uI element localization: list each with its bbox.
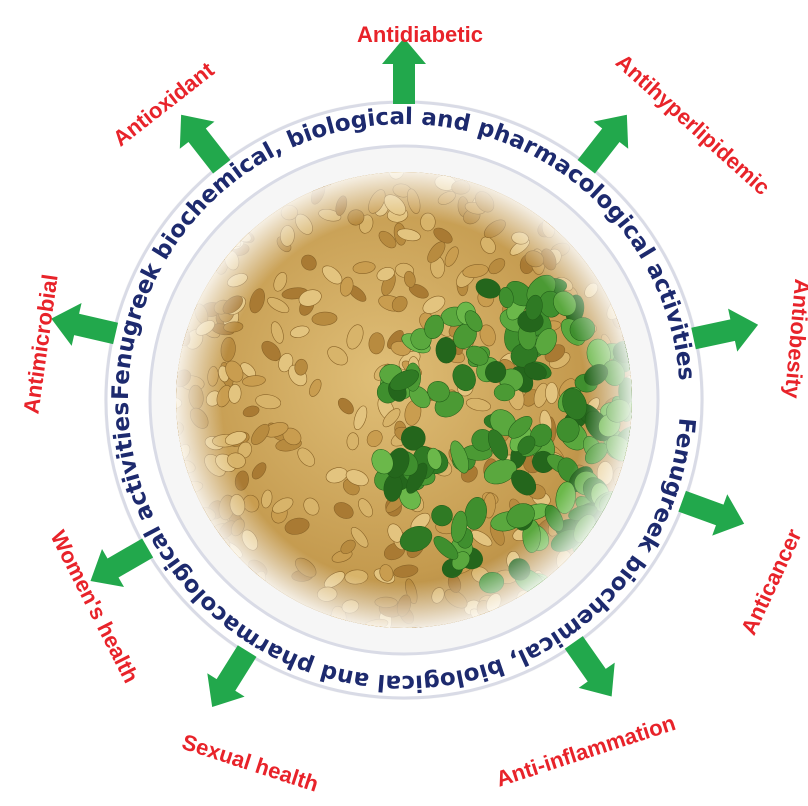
seed <box>623 169 651 191</box>
seed <box>605 157 628 177</box>
activity-label: Antidiabetic <box>357 22 483 47</box>
seed <box>625 159 644 181</box>
activity-label: Antimicrobial <box>18 273 62 416</box>
seed <box>160 614 184 637</box>
activity-arrow <box>382 38 426 104</box>
activity-label: Antihyperlipidemic <box>611 49 775 200</box>
activity-label: Sexual health <box>179 729 322 797</box>
activity-label: Anticancer <box>736 525 807 639</box>
activity-label: Antiobesity <box>780 278 808 400</box>
activity-label: Anti-inflammation <box>493 710 679 792</box>
